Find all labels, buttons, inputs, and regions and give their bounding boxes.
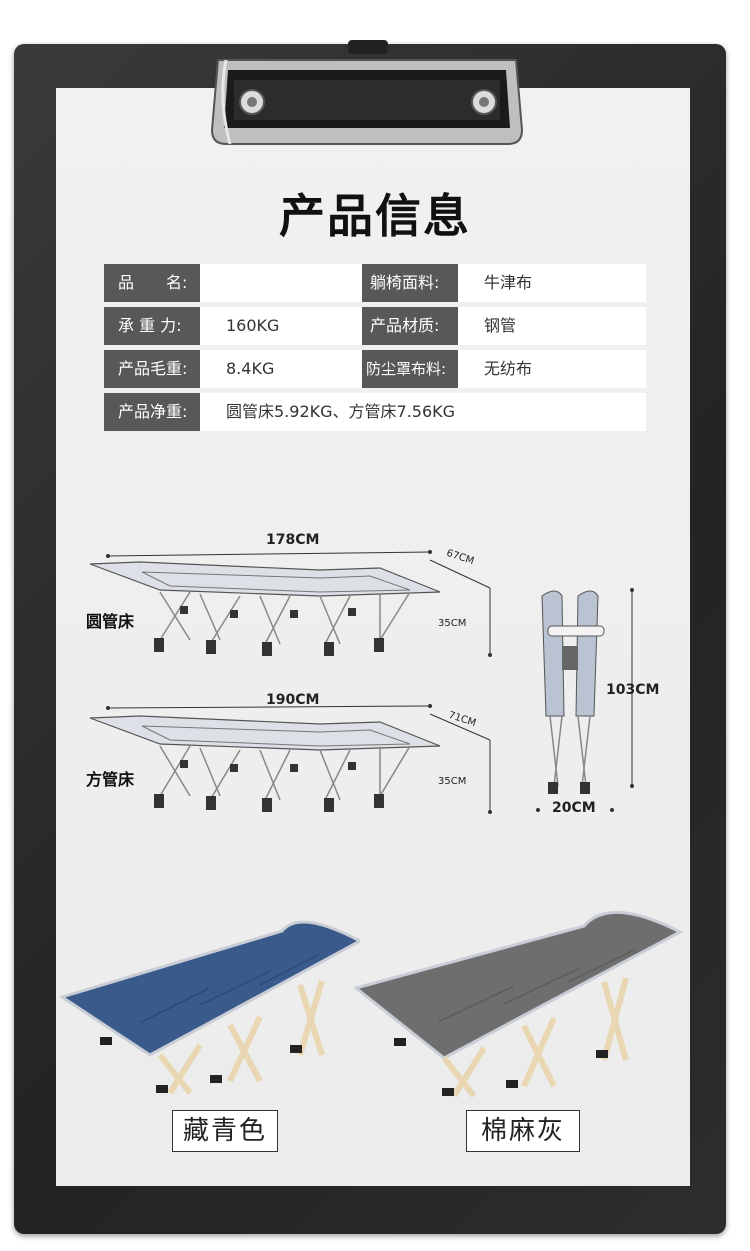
spec-value-2: 牛津布 xyxy=(458,264,646,302)
round-length-label: 178CM xyxy=(266,532,320,548)
navy-bed-image xyxy=(60,920,360,1095)
spec-row: 品 名: 躺椅面料: 牛津布 xyxy=(104,264,646,302)
square-height-label: 35CM xyxy=(438,776,467,787)
spec-label: 承 重 力: xyxy=(104,307,200,345)
spec-row: 产品毛重: 8.4KG 防尘罩布料: 无纺布 xyxy=(104,350,646,388)
color-label-gray: 棉麻灰 xyxy=(466,1110,580,1152)
spec-value-2: 钢管 xyxy=(458,307,646,345)
spec-value: 圆管床5.92KG、方管床7.56KG xyxy=(200,393,646,431)
spec-label-2: 产品材质: xyxy=(362,307,458,345)
square-bed-diagram xyxy=(89,704,492,814)
spec-value-2: 无纺布 xyxy=(458,350,646,388)
round-bed-name: 圆管床 xyxy=(86,612,135,631)
spec-label: 产品净重: xyxy=(104,393,200,431)
spec-value xyxy=(200,264,362,302)
spec-label-2: 躺椅面料: xyxy=(362,264,458,302)
clip-icon xyxy=(210,40,524,145)
round-bed-diagram xyxy=(89,550,492,657)
square-length-label: 190CM xyxy=(266,692,320,708)
folded-height-label: 103CM xyxy=(606,682,660,698)
round-height-label: 35CM xyxy=(438,618,467,629)
spec-label: 产品毛重: xyxy=(104,350,200,388)
page-title: 产品信息 xyxy=(279,189,471,243)
folded-bed-diagram xyxy=(536,588,634,812)
spec-row: 承 重 力: 160KG 产品材质: 钢管 xyxy=(104,307,646,345)
square-bed-name: 方管床 xyxy=(86,770,135,789)
color-label-navy: 藏青色 xyxy=(172,1110,278,1152)
folded-width-label: 20CM xyxy=(552,800,596,816)
spec-value: 160KG xyxy=(200,307,362,345)
spec-row: 产品净重: 圆管床5.92KG、方管床7.56KG xyxy=(104,393,646,431)
spec-value: 8.4KG xyxy=(200,350,362,388)
spec-label-2: 防尘罩布料: xyxy=(362,350,458,388)
spec-label: 品 名: xyxy=(104,264,200,302)
gray-bed-image xyxy=(354,910,684,1098)
